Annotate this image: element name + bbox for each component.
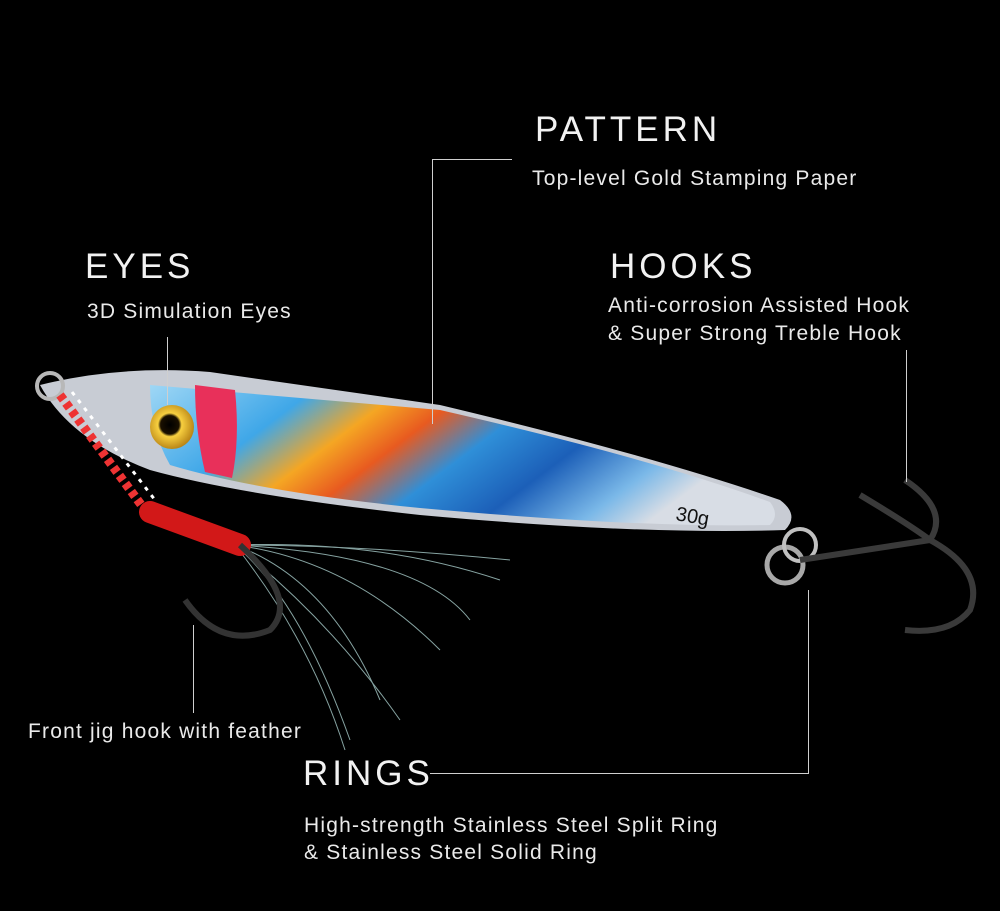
eyes-leader-line [167, 337, 168, 405]
hooks-title: HOOKS [610, 247, 757, 286]
assist-cord [56, 392, 149, 513]
rings-leader-line [808, 590, 809, 774]
treble-hook [799, 477, 977, 634]
red-gill [195, 385, 237, 478]
hooks-description-line2: & Super Strong Treble Hook [608, 322, 902, 345]
rings-description-line2: & Stainless Steel Solid Ring [304, 841, 598, 864]
eye-icon [150, 405, 194, 449]
front-hook [182, 542, 283, 639]
pattern-leader-line-h [432, 159, 512, 160]
hooks-description-line1: Anti-corrosion Assisted Hook [608, 294, 911, 317]
eyes-description: 3D Simulation Eyes [87, 300, 292, 323]
pattern-title: PATTERN [535, 110, 722, 149]
rings-title: RINGS [303, 754, 434, 793]
pattern-description: Top-level Gold Stamping Paper [532, 167, 858, 190]
rings-description-line1: High-strength Stainless Steel Split Ring [304, 814, 719, 837]
front-hook-leader-line [193, 625, 194, 713]
hooks-leader-line [906, 350, 907, 482]
front-ring [35, 371, 65, 401]
pattern-leader-line [432, 159, 433, 424]
front-hook-description: Front jig hook with feather [28, 720, 303, 743]
eyes-title: EYES [85, 247, 195, 286]
holographic-pattern [150, 385, 775, 526]
rings-leader-line-h [430, 773, 809, 774]
